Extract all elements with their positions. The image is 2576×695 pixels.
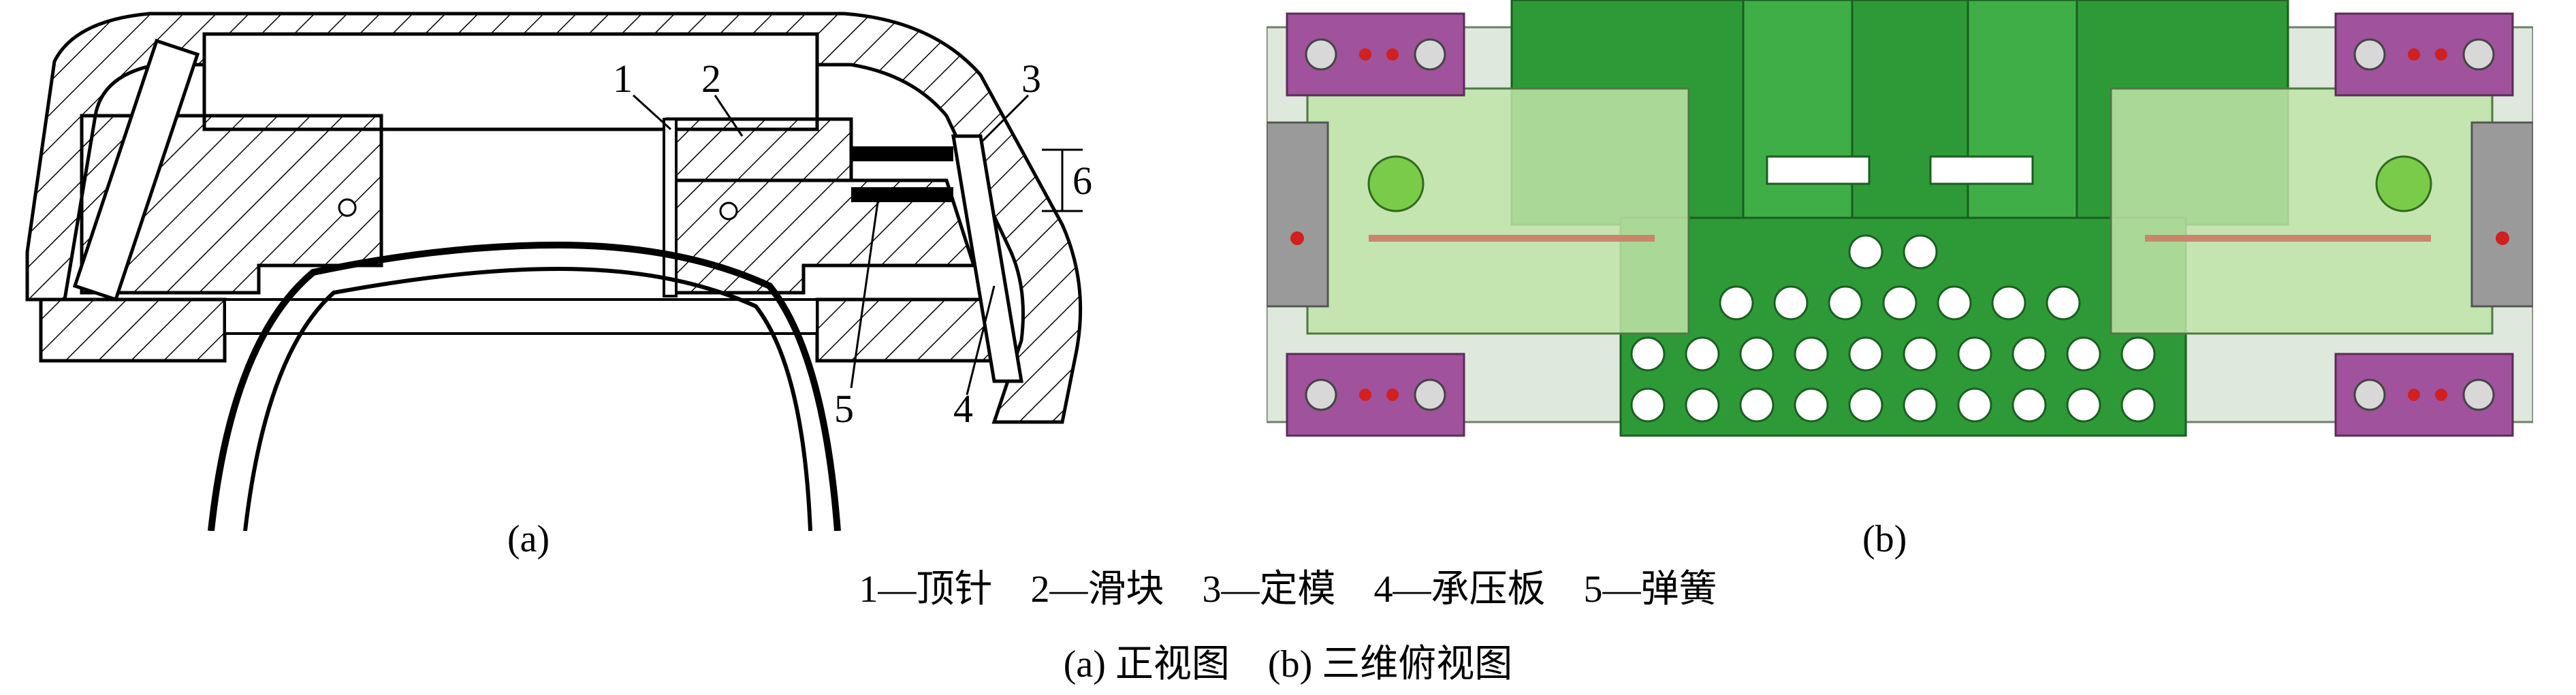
perforation-hole [1630, 336, 1666, 372]
callout-1: 1 [613, 56, 633, 101]
lower-right-bar [815, 297, 1003, 363]
perforation-hole [1685, 387, 1720, 423]
panel-b-label: (b) [1862, 518, 1907, 560]
perforation-hole [2120, 336, 2156, 372]
figure-legend: 1—顶针 2—滑块 3—定模 4—承压板 5—弹簧 [859, 568, 1717, 611]
right-copper-rod [2145, 235, 2431, 242]
left-green-knob [1367, 155, 1425, 212]
left-white-slot [1766, 155, 1871, 185]
right-side-plate [2470, 121, 2533, 308]
perforation-hole [1794, 387, 1829, 423]
perforation-hole [1828, 285, 1863, 321]
callout-5: 5 [834, 387, 854, 431]
bearing-plate [951, 134, 1023, 383]
perforation-hole [1630, 387, 1666, 423]
perforation-hole [2046, 285, 2081, 321]
perforation-hole [1739, 336, 1775, 372]
purple-block-bolts [1305, 38, 2495, 411]
ejector-pin [663, 118, 678, 297]
right-slider-housing [2110, 87, 2494, 335]
perforation-hole [1903, 387, 1938, 423]
panel-a-label: (a) [507, 518, 550, 560]
spring [851, 146, 953, 202]
slider-block [665, 117, 853, 182]
perforation-hole [2011, 387, 2047, 423]
left-copper-rod [1369, 235, 1655, 242]
product-shell-outer [208, 241, 841, 531]
perforation-holes [1630, 234, 2156, 423]
perforation-hole [1882, 285, 1918, 321]
product-shell-inner [243, 266, 812, 531]
perforation-hole [2120, 387, 2156, 423]
lower-left-bar [39, 297, 227, 363]
callout-3: 3 [1021, 56, 1041, 101]
callout-2: 2 [701, 56, 721, 101]
perforation-hole [2066, 336, 2101, 372]
perforation-hole [1848, 234, 1883, 270]
perforation-hole [1957, 387, 1992, 423]
right-side-red-dot [2496, 231, 2509, 245]
perforation-hole [2066, 387, 2101, 423]
perforation-hole [1903, 234, 1938, 270]
perforation-hole [1848, 387, 1883, 423]
perforation-hole [1937, 285, 1972, 321]
perforation-hole [1991, 285, 2026, 321]
top-green-column-left [1742, 0, 1854, 226]
left-slider-housing [1306, 87, 1690, 335]
top-green-column-right [1967, 0, 2078, 226]
perforation-hole [1773, 285, 1809, 321]
center-hole [719, 201, 738, 221]
left-side-red-dot [1290, 231, 1304, 245]
right-green-knob [2375, 155, 2432, 212]
left-side-plate [1267, 121, 1329, 308]
perforation-hole [1794, 336, 1829, 372]
perforation-hole [1739, 387, 1775, 423]
perforation-hole [1957, 336, 1992, 372]
figure-caption: (a) 正视图 (b) 三维俯视图 [1063, 643, 1513, 685]
callout-4: 4 [953, 387, 973, 431]
panel-b-3d-top-view [1267, 0, 2533, 437]
left-hole [338, 198, 357, 217]
perforation-hole [1903, 336, 1938, 372]
callout-6: 6 [1072, 159, 1092, 203]
perforation-hole [1719, 285, 1754, 321]
perforation-hole [1848, 336, 1883, 372]
perforation-hole [1685, 336, 1720, 372]
panel-a-section-drawing: 1 2 3 4 5 6 [25, 12, 1092, 531]
perforation-hole [2011, 336, 2047, 372]
upper-block [202, 32, 819, 131]
right-white-slot [1929, 155, 2034, 185]
left-inclined-rod [72, 38, 200, 302]
